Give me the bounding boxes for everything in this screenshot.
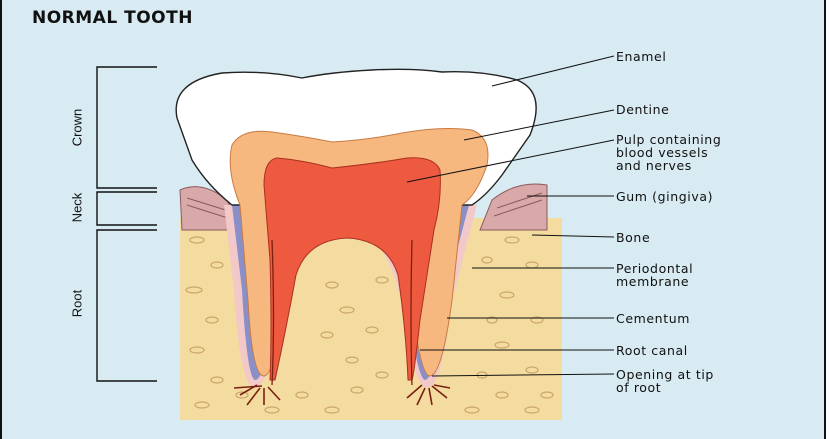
label-root-canal: Root canal bbox=[616, 344, 688, 357]
label-cementum: Cementum bbox=[616, 312, 690, 325]
region-label-crown: Crown bbox=[70, 98, 85, 158]
region-label-root: Root bbox=[70, 274, 85, 334]
label-gum: Gum (gingiva) bbox=[616, 190, 713, 203]
gum-right bbox=[480, 184, 547, 230]
label-bone: Bone bbox=[616, 231, 650, 244]
label-pulp: Pulp containing blood vessels and nerves bbox=[616, 133, 721, 172]
region-brackets bbox=[97, 67, 157, 381]
label-periodontal: Periodontal membrane bbox=[616, 262, 693, 288]
label-dentine: Dentine bbox=[616, 103, 669, 116]
label-opening: Opening at tip of root bbox=[616, 368, 714, 394]
region-label-neck: Neck bbox=[70, 183, 85, 233]
label-enamel: Enamel bbox=[616, 50, 666, 63]
